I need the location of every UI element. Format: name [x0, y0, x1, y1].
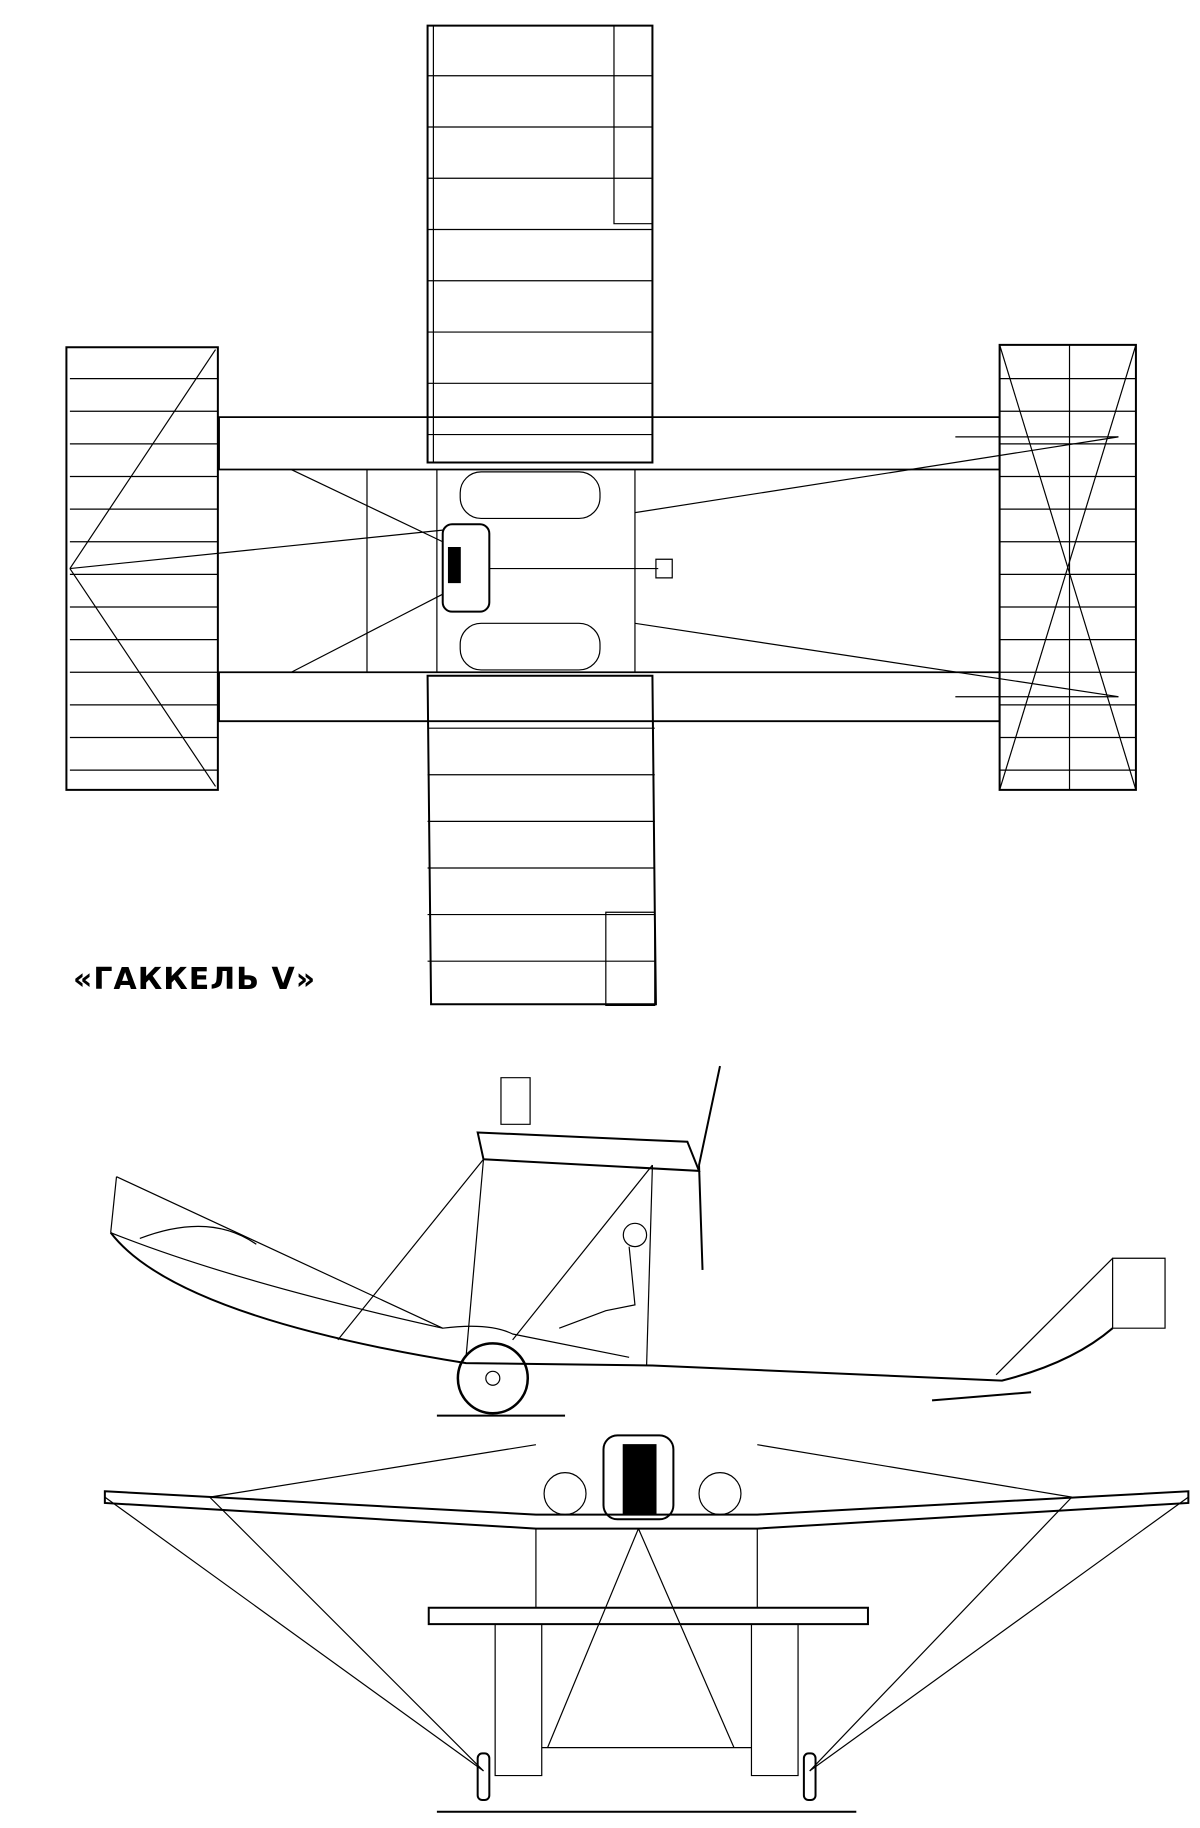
upper-wing-top	[428, 26, 653, 463]
elevator-right	[635, 345, 1136, 790]
aircraft-title: «ГАККЕЛЬ V»	[73, 962, 317, 997]
tail-surface-left	[66, 347, 442, 790]
top-view	[66, 26, 1136, 1006]
side-view	[111, 1066, 1165, 1416]
front-view	[105, 1435, 1188, 1811]
fuselage-booms	[219, 417, 1000, 721]
engine-and-tanks	[443, 472, 673, 670]
lower-wing-bottom	[428, 676, 656, 1006]
